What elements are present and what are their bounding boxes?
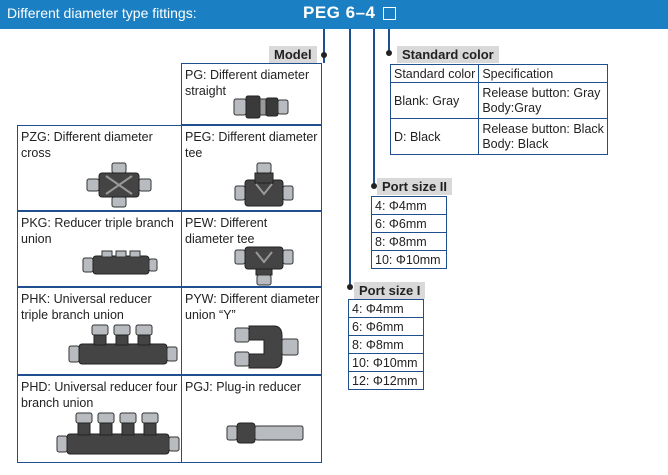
- spec-black-button: Release button: Black: [482, 121, 604, 136]
- table-row: 12: Φ12mm: [348, 371, 424, 390]
- model-code: PEG 6–4: [303, 3, 376, 22]
- fitting-tee-icon: [234, 246, 294, 286]
- model-label-pg: PG: Different diameter straight: [185, 68, 310, 98]
- model-label-pyw: PYW: Different diameter union “Y”: [185, 292, 320, 322]
- port1-connector-line: [373, 29, 375, 187]
- port-size-1-table: 4: Φ4mm 6: Φ6mm 8: Φ8mm 10: Φ10mm 12: Φ1…: [348, 299, 424, 390]
- port1-connector-dot: [347, 284, 353, 290]
- spec-gray-body: Body:Gray: [482, 100, 542, 115]
- port-size-1-item: 8: Φ8mm: [348, 335, 424, 354]
- fitting-tee-icon: [234, 162, 294, 207]
- model-cell-pyw: PYW: Different diameter union “Y”: [181, 287, 322, 375]
- table-row: 6: Φ6mm: [348, 317, 424, 336]
- model-label-pew: PEW: Different diameter tee: [185, 216, 268, 246]
- model-label-peg: PEG: Different diameter tee: [185, 130, 318, 160]
- port-size-1-item: 12: Φ12mm: [348, 371, 424, 390]
- model-cell-phk: PHK: Universal reducer triple branch uni…: [17, 287, 182, 375]
- table-row: Standard color Specification: [389, 64, 608, 83]
- standard-color-table: Standard color Specification Blank: Gray…: [389, 64, 608, 155]
- port2-connector-dot: [371, 183, 377, 189]
- fitting-y-union-icon: [234, 325, 299, 369]
- model-cell-phd: PHD: Universal reducer four branch union: [17, 375, 182, 463]
- table-row: 6: Φ6mm: [371, 214, 447, 233]
- model-label-pkg: PKG: Reducer triple branch union: [21, 216, 174, 246]
- fitting-universal-triple-icon: [68, 324, 178, 365]
- model-tag: Model: [269, 46, 317, 63]
- port-size-2-table: 4: Φ4mm 6: Φ6mm 8: Φ8mm 10: Φ10mm: [371, 196, 447, 269]
- port-size-2-item: 4: Φ4mm: [371, 196, 447, 215]
- port2-connector-line: [349, 29, 351, 289]
- standard-color-tag: Standard color: [397, 46, 499, 63]
- model-label-pzg: PZG: Different diameter cross: [21, 130, 153, 160]
- color-option-black: D: Black: [389, 118, 480, 155]
- port-size-2-tag: Port size II: [377, 178, 453, 195]
- port-size-1-item: 4: Φ4mm: [348, 299, 424, 318]
- model-label-pgj: PGJ: Plug-in reducer: [185, 380, 302, 394]
- table-row: 10: Φ10mm: [348, 353, 424, 372]
- table-row: 8: Φ8mm: [348, 335, 424, 354]
- spec-gray-button: Release button: Gray: [482, 85, 601, 100]
- table-row: 8: Φ8mm: [371, 232, 447, 251]
- model-cell-pg: PG: Different diameter straight: [181, 63, 322, 125]
- color-option-gray: Blank: Gray: [389, 82, 480, 119]
- fitting-cross-icon: [86, 162, 152, 208]
- port-size-2-item: 10: Φ10mm: [371, 250, 447, 269]
- col-header-specification: Specification: [478, 64, 608, 83]
- color-connector-line: [388, 29, 390, 53]
- spec-black: Release button: Black Body: Black: [478, 118, 608, 155]
- fitting-triple-branch-icon: [82, 250, 158, 275]
- fitting-straight-icon: [233, 95, 289, 119]
- port-size-2-item: 8: Φ8mm: [371, 232, 447, 251]
- color-code-box: [383, 7, 396, 20]
- model-cell-pzg: PZG: Different diameter cross: [17, 125, 182, 211]
- port-size-2-item: 6: Φ6mm: [371, 214, 447, 233]
- spec-gray: Release button: Gray Body:Gray: [478, 82, 608, 119]
- model-cell-peg: PEG: Different diameter tee: [181, 125, 322, 211]
- table-row: 4: Φ4mm: [348, 299, 424, 318]
- model-label-phk: PHK: Universal reducer triple branch uni…: [21, 292, 152, 322]
- fitting-plug-in-reducer-icon: [226, 422, 304, 444]
- model-cell-pgj: PGJ: Plug-in reducer: [181, 375, 322, 463]
- table-row: Blank: Gray Release button: Gray Body:Gr…: [389, 82, 608, 119]
- port-size-1-item: 10: Φ10mm: [348, 353, 424, 372]
- col-header-standard-color: Standard color: [389, 64, 480, 83]
- table-row: 4: Φ4mm: [371, 196, 447, 215]
- spec-black-body: Body: Black: [482, 136, 549, 151]
- model-cell-pkg: PKG: Reducer triple branch union: [17, 211, 182, 287]
- table-row: 10: Φ10mm: [371, 250, 447, 269]
- header-bar: Different diameter type fittings: PEG 6–…: [0, 0, 668, 29]
- model-connector-dot: [321, 52, 327, 58]
- model-label-phd: PHD: Universal reducer four branch union: [21, 380, 178, 410]
- port-size-1-item: 6: Φ6mm: [348, 317, 424, 336]
- color-connector-dot: [386, 50, 392, 56]
- header-title: Different diameter type fittings:: [7, 5, 197, 21]
- table-row: D: Black Release button: Black Body: Bla…: [389, 118, 608, 155]
- port-size-1-tag: Port size I: [354, 282, 426, 299]
- model-connector-line: [323, 29, 325, 63]
- fitting-universal-four-branch-icon: [56, 412, 180, 455]
- model-cell-pew: PEW: Different diameter tee: [181, 211, 322, 287]
